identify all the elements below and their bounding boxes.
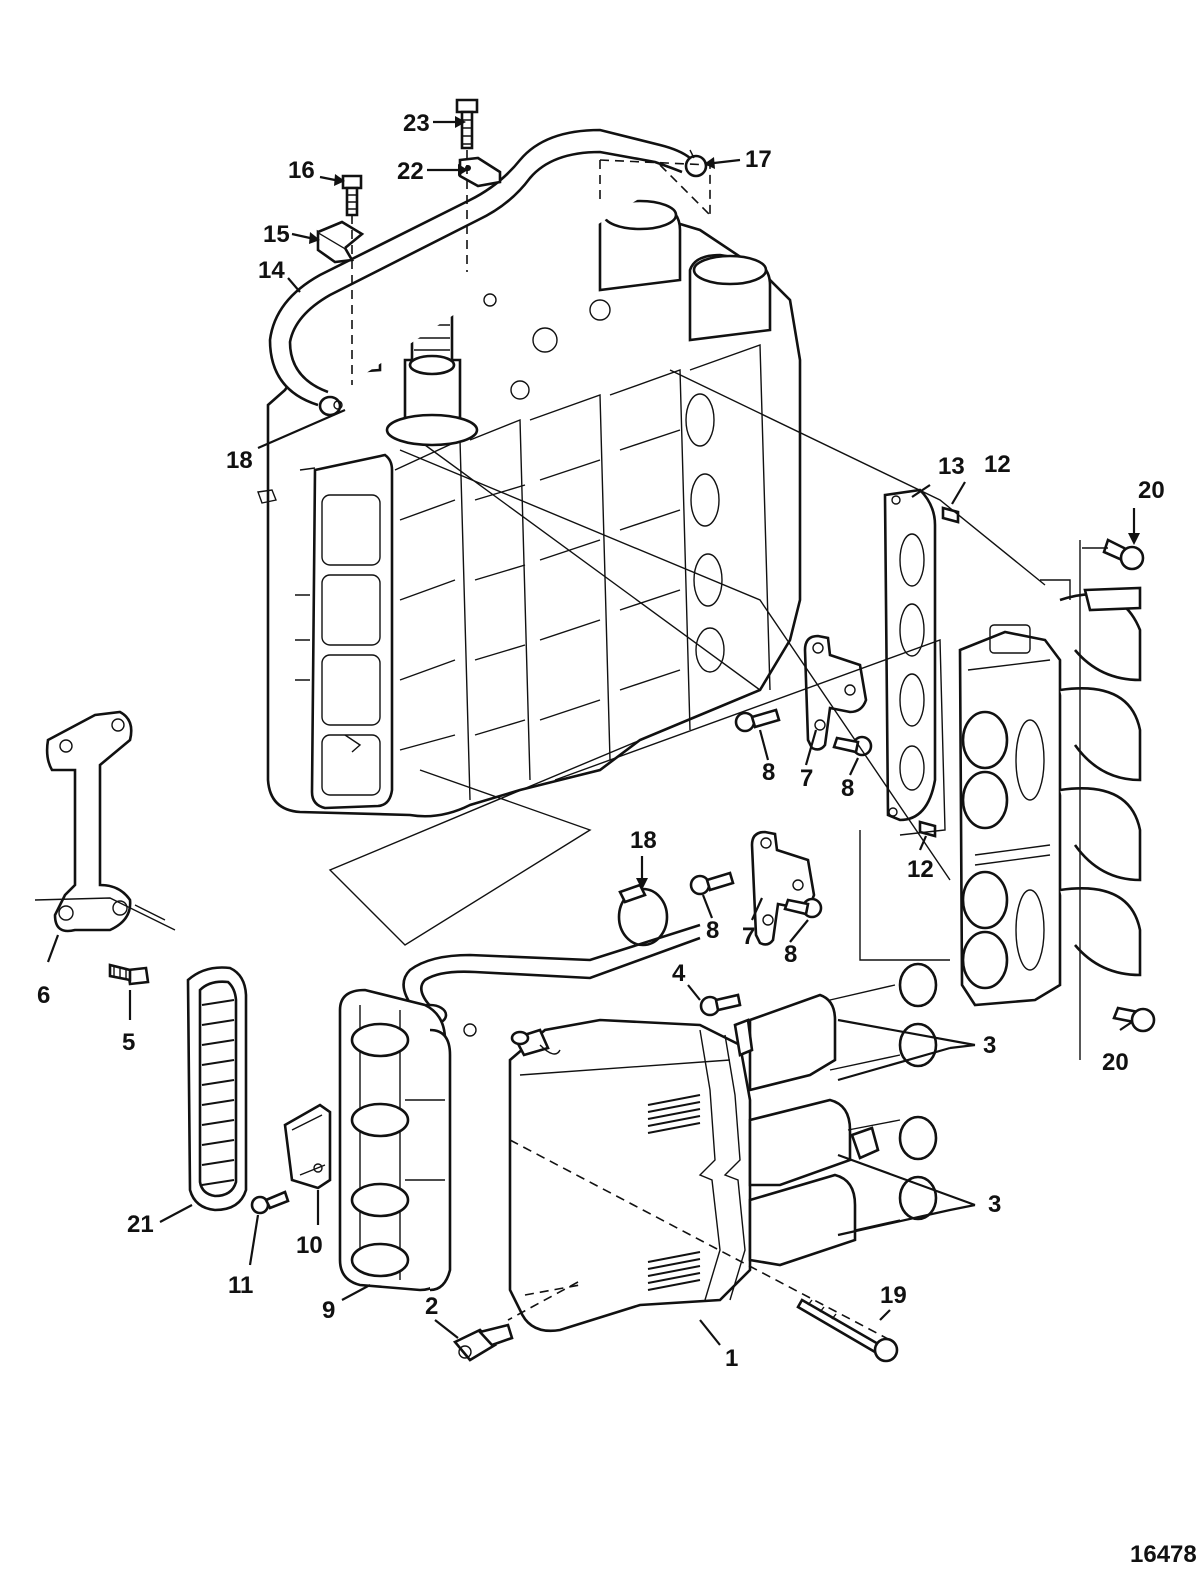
callout-7-lower: 7 [742,923,755,950]
callout-17: 17 [745,146,772,173]
hose-14 [268,128,691,407]
callout-1: 1 [725,1345,738,1372]
callout-18-lower: 18 [630,827,657,854]
screw-11 [250,1190,290,1215]
callout-12-upper: 12 [984,451,1011,478]
clip-22 [458,156,502,188]
bolt-8-d [783,897,823,919]
grille-lower [647,1251,701,1291]
callout-6: 6 [37,982,50,1009]
callout-8-b: 8 [841,775,854,802]
sensor-2 [452,1323,514,1362]
bolt-23 [455,98,479,150]
grille-upper [647,1094,701,1134]
callout-3-upper: 3 [983,1032,996,1059]
grille-21 [186,966,248,1212]
bracket-15 [316,220,365,264]
leader-lines [46,116,1140,1346]
callouts: 23 22 16 17 15 14 18 13 12 20 8 7 8 18 1… [37,110,1197,1568]
callout-19: 19 [880,1282,907,1309]
bolt-8-a [734,708,781,733]
callout-22: 22 [397,158,424,185]
callout-8-c: 8 [706,917,719,944]
bracket-7-upper [803,634,868,751]
o-ring-3-a [898,962,938,1008]
dowel-pin-12-lower [918,820,937,838]
bolt-16 [341,174,363,217]
callout-5: 5 [122,1029,135,1056]
silencer-housing-9 [338,988,477,1292]
callout-16: 16 [288,157,315,184]
bolt-4 [699,993,742,1017]
plenum-1 [508,984,901,1333]
callout-11: 11 [228,1272,253,1299]
bracket-7-lower [750,830,816,946]
callout-2: 2 [425,1293,438,1320]
bolt-20-upper [1082,538,1145,571]
callout-21: 21 [127,1211,154,1238]
clamp-17 [684,149,708,178]
bolt-8-c [689,871,735,896]
callout-8-a: 8 [762,759,775,786]
callout-9: 9 [322,1297,335,1324]
bolt-8-b [832,735,873,757]
bolt-20-lower [1112,1006,1156,1033]
dowel-pin-12-upper [941,506,960,524]
throttle-body-assembly [958,579,1142,1007]
hose-lower [402,923,701,1027]
callout-10: 10 [296,1232,323,1259]
callout-18-upper: 18 [226,447,253,474]
callout-15: 15 [263,221,290,248]
callout-14: 14 [258,257,285,284]
o-ring-3-c [898,1115,938,1161]
bolt-19 [796,1298,899,1363]
callout-23: 23 [403,110,430,137]
callout-12-lower: 12 [907,856,934,883]
callout-20-upper: 20 [1138,477,1165,504]
callout-3-lower: 3 [988,1191,1001,1218]
gasket-13 [883,488,937,822]
bracket-10 [283,1103,332,1190]
clamp-18-lower [617,883,669,947]
callout-13: 13 [938,453,965,480]
callout-8-d: 8 [784,941,797,968]
lifting-bracket-6 [34,710,176,933]
bolt-5 [108,963,150,986]
callout-4: 4 [672,960,686,987]
engine-block [257,198,802,818]
callout-7-upper: 7 [800,765,813,792]
fitting-18-upper [318,395,343,417]
callout-20-lower: 20 [1102,1049,1129,1076]
figure-number: 16478 [1130,1541,1197,1568]
